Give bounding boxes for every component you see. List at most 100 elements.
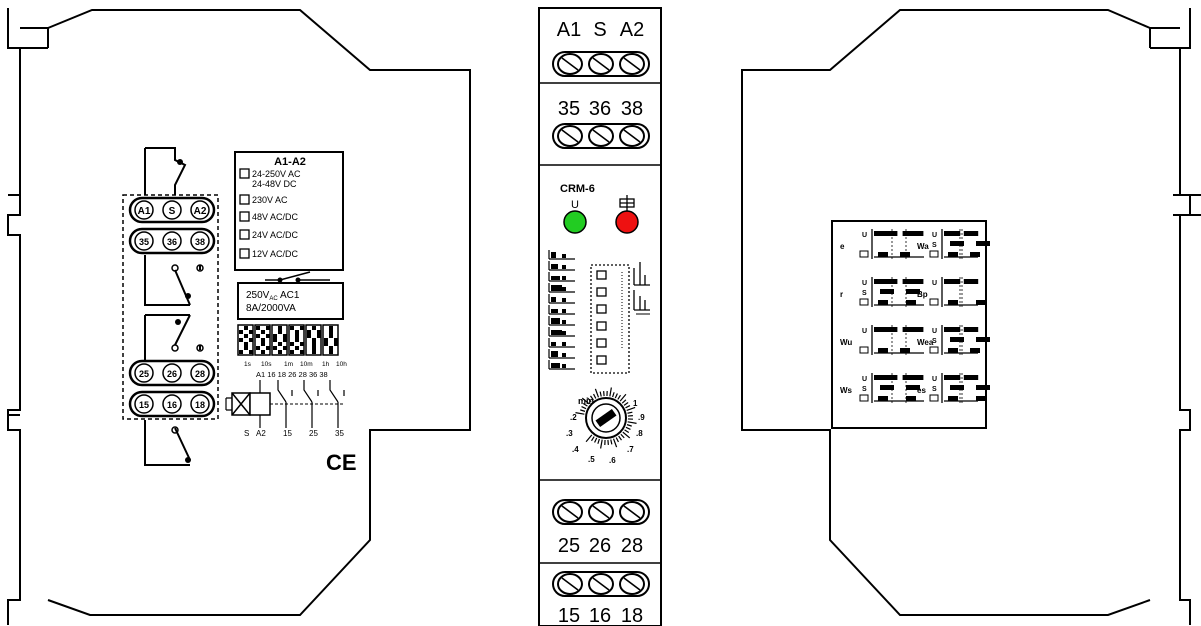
front-term-18: 18 [621,605,643,626]
supply-option-5: 12V AC/DC [252,249,299,259]
function-pictograms-left [548,250,575,370]
front-term-a2: A2 [620,19,644,41]
pictogram-5 [548,305,575,315]
supply-voltage-table: A1-A2 24-250V AC 24-48V DC 230V AC 48V A… [234,151,344,271]
range-pattern [237,324,339,356]
dial-num-9: .9 [638,413,645,422]
pictogram-10 [548,360,575,370]
range-label-5: 10h [336,361,347,368]
timing-left-row-label: S [862,386,867,393]
left-terminals-b2: 15 16 18 [128,390,216,418]
left-term-38: 38 [195,237,205,247]
model-label: CRM-6 [560,183,595,195]
range-cell-4 [305,324,322,356]
front-term-35: 35 [558,98,580,120]
led-u-indicator [563,210,587,234]
dial-num-2: .2 [570,413,577,422]
range-cell-3 [288,324,305,356]
left-term-a1: A1 [138,206,151,217]
timing-left-ws: Ws US [840,373,924,403]
left-term-36: 36 [167,237,177,247]
pictogram-3 [548,283,575,293]
timing-left-row-label: U [862,232,867,239]
dial-num-5: .5 [588,455,595,464]
timing-left-row-label: U [862,280,867,287]
wiring-bottom-2: 25 [309,429,318,438]
dial-num-1: 1 [633,399,638,408]
wiring-top-labels: A1 16 18 26 28 36 38 [256,370,328,379]
supply-option-0: 24-250V AC [252,169,301,179]
dial-num-4: .4 [572,445,579,454]
pictogram-1 [548,261,575,271]
timing-right-row-label: U [932,280,937,287]
front-terminals-mid: 35 36 38 [552,98,650,149]
timing-left-row-label: U [862,328,867,335]
left-terminals-b1: 25 26 28 [128,359,216,387]
relay-symbol-icon [619,195,635,211]
timing-right-row-label: U [932,232,937,239]
timing-right-code: es [917,386,926,395]
left-terminals-top: A1 S A2 [128,196,216,224]
timing-left-code: e [840,242,845,251]
front-term-16: 16 [589,605,611,626]
pictogram-2 [548,272,575,282]
contact-rating-box: 250VAC AC1 8A/2000VA [237,271,344,320]
left-side-view: A1 S A2 35 36 38 25 26 28 15 [7,8,471,625]
left-term-35: 35 [139,237,149,247]
timing-right-code: Wa [917,242,929,251]
timing-left-code: Wu [840,338,852,347]
left-terminal-block [122,194,219,420]
right-housing-outline [741,8,1191,625]
front-term-36: 36 [589,98,611,120]
contact-rating-line2: 8A/2000VA [246,303,296,314]
timing-right-bp: Bp U [917,277,986,307]
timing-left-code: Ws [840,386,853,395]
front-term-38: 38 [621,98,643,120]
function-pictograms-right [621,262,650,350]
dial-num-3: .3 [566,429,573,438]
front-view: A1 S A2 35 36 38 CRM-6 U [538,7,662,626]
wiring-schematic: A1 16 18 26 28 36 38 S A2 15 25 35 [225,370,345,438]
range-labels: 1s 10s 1m 10m 1h 10h [244,361,347,368]
contact-rating-line1: 250VAC AC1 [246,290,300,302]
supply-option-2: 230V AC [252,195,288,205]
pictogram-8 [548,338,575,348]
dip-switch-block [590,264,630,374]
left-term-a2: A2 [194,206,207,217]
range-label-3: 10m [300,361,313,368]
range-label-2: 1m [284,361,293,368]
front-term-a1: A1 [557,19,581,41]
ce-mark: CE [326,450,357,475]
left-housing-outline [7,8,471,625]
supply-option-4: 24V AC/DC [252,230,299,240]
range-cell-1 [254,324,271,356]
timing-right-code: Bp [917,290,928,299]
timing-left-code: r [840,290,843,299]
range-label-0: 1s [244,361,252,368]
timing-right-row-label: S [932,242,937,249]
dial-num-6: .6 [609,456,616,465]
left-term-18: 18 [195,400,205,410]
timing-right-row-label: S [932,386,937,393]
supply-option-1: 24-48V DC [252,179,297,189]
wiring-s-label: S [244,429,249,438]
timing-right-row-label: U [932,328,937,335]
pictogram-6 [548,316,575,326]
pictogram-0 [548,250,575,260]
time-dial[interactable]: min 1 .2 .3 .4 .5 .6 .7 .8 .9 [566,387,645,465]
front-term-s: S [593,19,606,41]
left-term-s: S [169,206,176,217]
left-term-28: 28 [195,369,205,379]
timing-left-row-label: U [862,376,867,383]
range-label-1: 10s [261,361,272,368]
front-term-28: 28 [621,535,643,557]
wiring-bottom-0: A2 [256,429,266,438]
led-u-label: U [571,199,579,211]
